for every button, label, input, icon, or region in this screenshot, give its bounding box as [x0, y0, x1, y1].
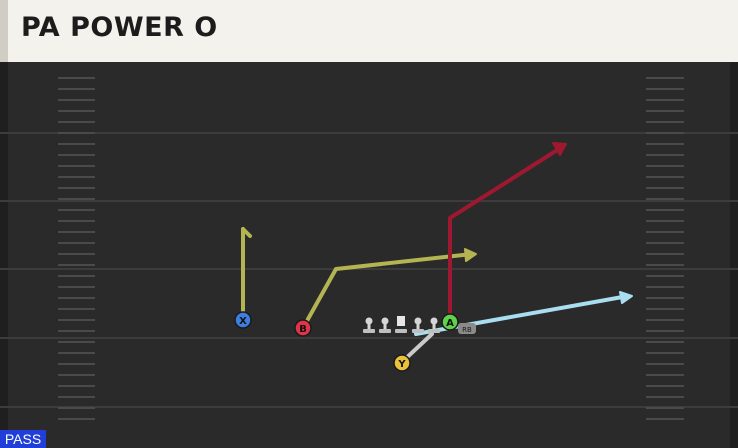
play-mode-badge: PASS — [0, 430, 46, 448]
lineman-marker — [363, 317, 375, 333]
field-surface — [0, 62, 738, 448]
lineman-marker — [428, 317, 440, 333]
play-field: RB X B A Y — [0, 62, 738, 448]
route-y-arrow — [619, 291, 633, 304]
player-b[interactable]: B — [294, 319, 312, 337]
rb-tag-label: RB — [462, 326, 472, 334]
center-marker — [395, 316, 407, 333]
player-x-label: X — [239, 316, 247, 327]
player-a-label: A — [446, 318, 454, 329]
title-bar: PA POWER O — [0, 0, 738, 62]
lineman-marker — [379, 317, 391, 333]
field-left-edge — [0, 62, 8, 448]
hash-marks — [58, 77, 684, 420]
lineman-marker — [412, 317, 424, 333]
field-right-edge — [730, 62, 738, 448]
player-x[interactable]: X — [234, 311, 252, 329]
player-y[interactable]: Y — [393, 354, 411, 372]
play-title: PA POWER O — [21, 12, 218, 43]
player-b-label: B — [299, 324, 307, 335]
route-b-arrow — [464, 248, 477, 262]
route-a-arrow — [552, 142, 567, 156]
route-b — [301, 252, 474, 330]
offensive-line — [363, 316, 440, 333]
rb-tag: RB — [458, 323, 476, 334]
route-a — [448, 145, 564, 324]
player-y-label: Y — [397, 359, 406, 370]
player-a[interactable]: A — [441, 313, 459, 331]
route-x-arrow — [241, 227, 252, 238]
yard-lines — [0, 132, 738, 408]
